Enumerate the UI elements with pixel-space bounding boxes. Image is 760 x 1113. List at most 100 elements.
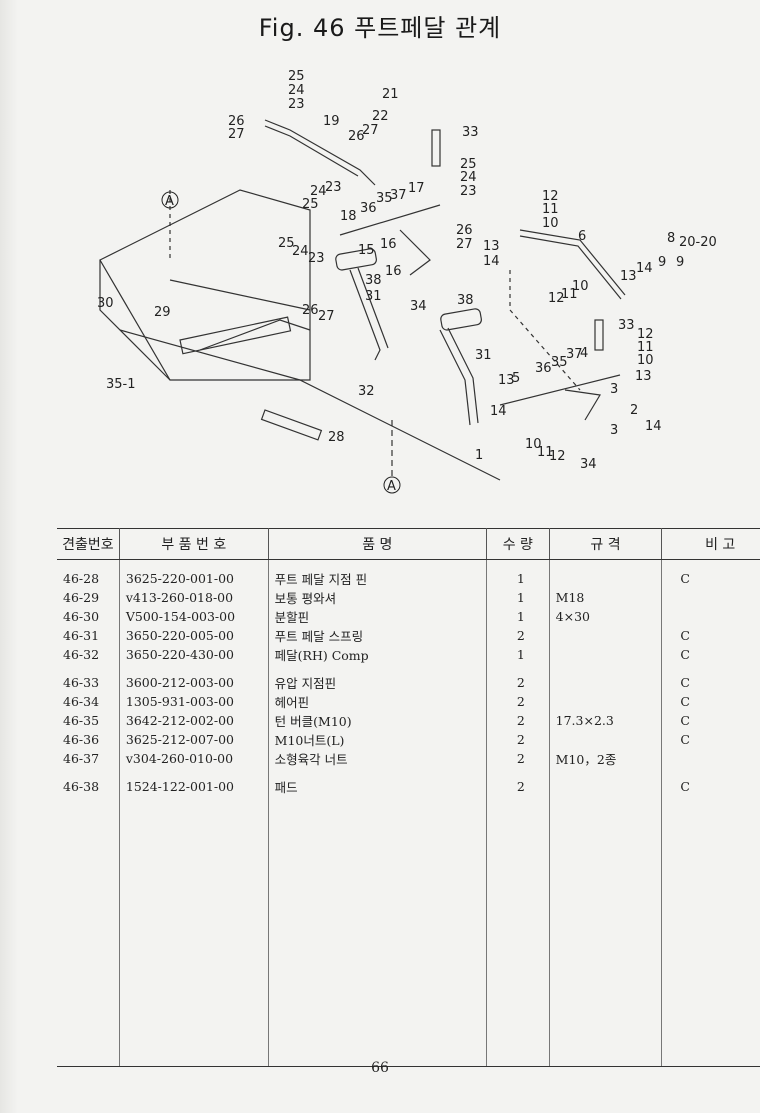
callout-label: 17	[408, 181, 425, 196]
table-row: 46-33 3600-212-003-00 유압 지점핀 2 C	[57, 673, 760, 692]
callout-label: 10	[572, 279, 589, 294]
callout-label: 3	[610, 423, 618, 438]
callout-label: 35	[551, 355, 568, 370]
ref-no: 46-35	[57, 711, 120, 730]
part-number: 3625-212-007-00	[119, 730, 269, 749]
ref-no: 46-36	[57, 730, 120, 749]
specification	[549, 692, 663, 711]
callout-label: 22	[372, 109, 389, 124]
remarks	[662, 607, 760, 626]
part-name: 헤어핀	[268, 692, 487, 711]
callout-label: 9	[676, 255, 684, 270]
quantity: 1	[486, 569, 550, 588]
part-name: M10너트(L)	[268, 730, 487, 749]
callout-label: 34	[410, 299, 427, 314]
callout-label: 23	[325, 180, 342, 195]
callout-label: 25	[460, 157, 477, 172]
remarks	[662, 749, 760, 768]
part-number: 3600-212-003-00	[119, 673, 269, 692]
part-number: 3642-212-002-00	[119, 711, 269, 730]
remarks: C	[680, 675, 690, 690]
remarks: C	[680, 779, 690, 794]
part-number: v413-260-018-00	[119, 588, 269, 607]
table-row: 46-31 3650-220-005-00 푸트 페달 스프링 2 C	[57, 626, 760, 645]
svg-text:A: A	[165, 194, 174, 209]
part-number: 3625-220-001-00	[119, 569, 269, 588]
callout-label: 14	[645, 419, 662, 434]
ref-no: 46-31	[57, 626, 120, 645]
part-name: 패드	[268, 777, 487, 796]
callout-label: 20-20	[679, 235, 717, 250]
specification	[549, 673, 663, 692]
callout-label: 23	[288, 97, 305, 112]
table-row: 46-34 1305-931-003-00 헤어핀 2 C	[57, 692, 760, 711]
page-number: 66	[371, 1060, 389, 1076]
table-row: 46-30 V500-154-003-00 분할핀 1 4×30	[57, 607, 760, 626]
table-row: 46-28 3625-220-001-00 푸트 페달 지점 핀 1 C	[57, 569, 760, 588]
callout-label: 26	[348, 129, 365, 144]
exploded-parts-diagram: A A 25 24 23 26 27 19 21 22 26 27 33 25 …	[97, 69, 717, 494]
part-name: 보통 평와셔	[268, 588, 487, 607]
callout-label: 12	[549, 449, 566, 464]
specification	[549, 569, 663, 588]
part-name: 푸트 페달 스프링	[268, 626, 487, 645]
table-row: 46-36 3625-212-007-00 M10너트(L) 2 C	[57, 730, 760, 749]
specification	[549, 645, 663, 664]
quantity: 1	[486, 588, 550, 607]
quantity: 2	[486, 777, 550, 796]
quantity: 1	[486, 645, 550, 664]
callout-label: 11	[637, 340, 654, 355]
ref-no: 46-30	[57, 607, 120, 626]
callout-label: 32	[358, 384, 375, 399]
callout-label: 12	[548, 291, 565, 306]
callout-label: 29	[154, 305, 171, 320]
callout-label: 8	[667, 231, 675, 246]
callout-label: 27	[362, 123, 379, 138]
part-name: 유압 지점핀	[268, 673, 487, 692]
callout-label: 34	[580, 457, 597, 472]
header-quantity: 수 량	[486, 528, 550, 560]
callout-label: 5	[512, 371, 520, 386]
callout-label: 21	[382, 87, 399, 102]
part-name: 푸트 페달 지점 핀	[268, 569, 487, 588]
page-binding-shadow	[0, 0, 18, 1113]
part-number: 1305-931-003-00	[119, 692, 269, 711]
header-remarks: 비 고	[661, 528, 760, 560]
callout-labels: 25 24 23 26 27 19 21 22 26 27 33 25 24 2…	[97, 69, 717, 472]
callout-label: 37	[566, 347, 583, 362]
callout-label: 33	[618, 318, 635, 333]
callout-label: 36	[360, 201, 377, 216]
part-name: 턴 버클(M10)	[268, 711, 487, 730]
ref-no: 46-37	[57, 749, 120, 768]
remarks: C	[680, 694, 690, 709]
callout-label: 26	[456, 223, 473, 238]
quantity: 2	[486, 730, 550, 749]
ref-no: 46-32	[57, 645, 120, 664]
table-row: 46-38 1524-122-001-00 패드 2 C	[57, 777, 760, 796]
callout-label: 14	[483, 254, 500, 269]
part-number: v304-260-010-00	[119, 749, 269, 768]
callout-label: 26	[302, 303, 319, 318]
callout-label: 16	[385, 264, 402, 279]
callout-label: 27	[318, 309, 335, 324]
specification	[549, 777, 663, 796]
remarks: C	[680, 713, 690, 728]
callout-label: 1	[475, 448, 483, 463]
callout-label: 16	[380, 237, 397, 252]
callout-label: 10	[542, 216, 559, 231]
ref-no: 46-29	[57, 588, 120, 607]
quantity: 2	[486, 626, 550, 645]
part-name: 소형육각 너트	[268, 749, 487, 768]
header-ref-no: 견출번호	[57, 528, 120, 560]
quantity: 2	[486, 673, 550, 692]
callout-label: 15	[358, 243, 375, 258]
ref-no: 46-33	[57, 673, 120, 692]
quantity: 2	[486, 749, 550, 768]
remarks: C	[680, 628, 690, 643]
callout-label: 25	[278, 236, 295, 251]
callout-label: 13	[483, 239, 500, 254]
callout-label: 30	[97, 296, 114, 311]
callout-label: 26	[228, 114, 245, 129]
callout-label: 6	[578, 229, 586, 244]
specification	[549, 730, 663, 749]
